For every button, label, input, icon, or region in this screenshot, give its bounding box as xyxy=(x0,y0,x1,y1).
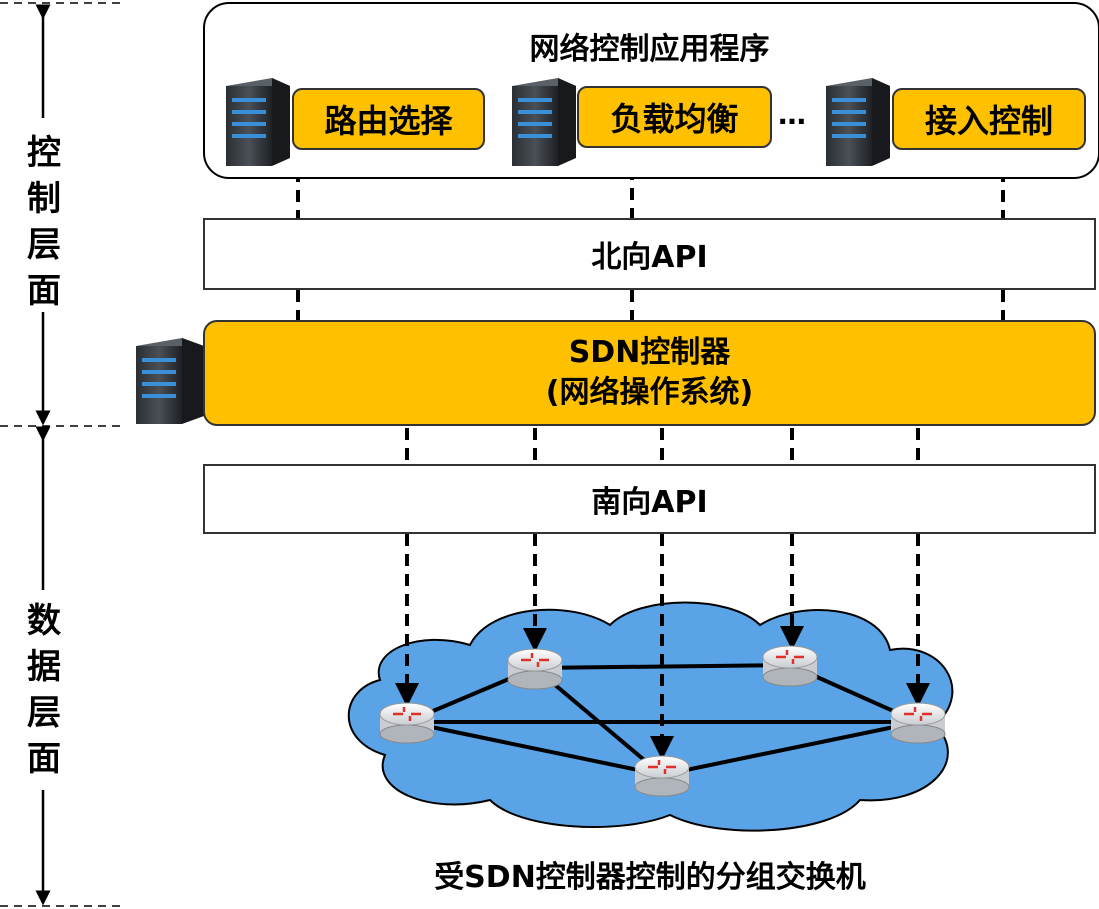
controller-subtitle: (网络操作系统) xyxy=(545,375,754,410)
plane-separators xyxy=(0,2,120,907)
network-apps-title: 网络控制应用程序 xyxy=(529,32,770,67)
server-icon xyxy=(826,78,890,166)
app-routing: 路由选择 xyxy=(292,88,485,150)
app-access-control: 接入控制 xyxy=(892,88,1086,150)
router-icon xyxy=(762,645,818,687)
northbound-api: 北向API xyxy=(203,218,1096,290)
app-load-balancing: 负载均衡 xyxy=(577,86,772,148)
router-icon xyxy=(634,755,690,797)
southbound-api: 南向API xyxy=(203,464,1096,534)
server-icon xyxy=(512,78,576,166)
southbound-connectors xyxy=(405,428,920,464)
control-plane-label: 控制层面 xyxy=(27,133,61,311)
server-icon xyxy=(136,338,204,424)
router-icon xyxy=(379,702,435,744)
cloud-network-icon xyxy=(347,601,954,832)
southbound-arrows xyxy=(395,534,930,760)
sdn-controller: SDN控制器 (网络操作系统) xyxy=(203,320,1096,426)
controller-title: SDN控制器 xyxy=(568,335,731,370)
router-icon xyxy=(507,648,563,690)
switches-caption: 受SDN控制器控制的分组交换机 xyxy=(434,860,866,895)
data-plane-label: 数据层面 xyxy=(27,601,61,779)
apps-ellipsis: … xyxy=(778,98,806,131)
router-icon xyxy=(890,702,946,744)
server-icon xyxy=(226,78,290,166)
